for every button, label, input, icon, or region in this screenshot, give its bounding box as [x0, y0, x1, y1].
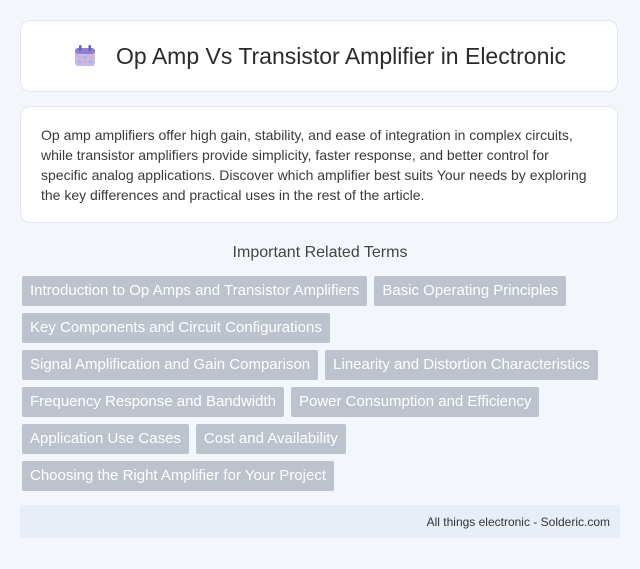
footer-text: All things electronic - Solderic.com	[426, 514, 610, 529]
page-title: Op Amp Vs Transistor Amplifier in Electr…	[116, 42, 566, 69]
term-tag[interactable]: Introduction to Op Amps and Transistor A…	[22, 276, 368, 306]
term-tag[interactable]: Linearity and Distortion Characteristics	[325, 350, 598, 380]
term-tag[interactable]: Application Use Cases	[22, 424, 189, 454]
term-tag[interactable]: Signal Amplification and Gain Comparison	[22, 350, 319, 380]
calendar-icon	[72, 43, 98, 69]
term-tag[interactable]: Basic Operating Principles	[374, 276, 567, 306]
term-tag[interactable]: Choosing the Right Amplifier for Your Pr…	[22, 461, 334, 491]
related-terms-list: Introduction to Op Amps and Transistor A…	[22, 276, 622, 498]
related-terms-heading: Important Related Terms	[232, 244, 408, 261]
term-tag[interactable]: Frequency Response and Bandwidth	[22, 387, 284, 417]
term-tag[interactable]: Key Components and Circuit Configuration…	[22, 313, 330, 343]
intro-text: Op amp amplifiers offer high gain, stabi…	[41, 127, 587, 203]
footer: All things electronic - Solderic.com	[20, 505, 620, 538]
intro-card: Op amp amplifiers offer high gain, stabi…	[20, 106, 618, 223]
term-tag[interactable]: Cost and Availability	[195, 424, 346, 454]
title-card: Op Amp Vs Transistor Amplifier in Electr…	[20, 20, 618, 92]
term-tag[interactable]: Power Consumption and Efficiency	[291, 387, 540, 417]
